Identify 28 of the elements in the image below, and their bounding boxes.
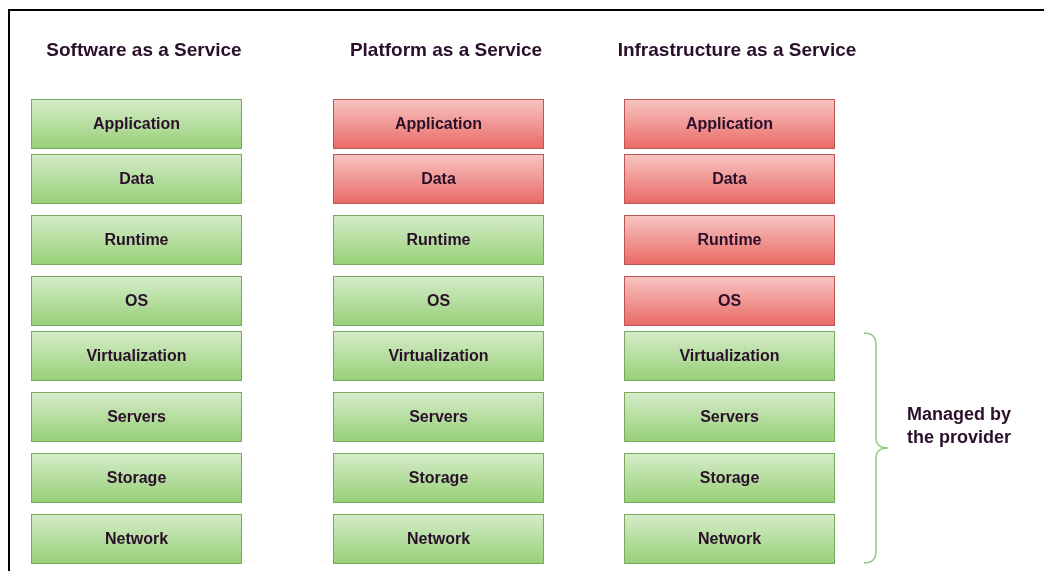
- layer-box: Runtime: [31, 215, 242, 265]
- layer-box: OS: [31, 276, 242, 326]
- layer-box: Virtualization: [624, 331, 835, 381]
- layer-box: Runtime: [333, 215, 544, 265]
- bracket-label: Managed by the provider: [907, 403, 1013, 448]
- layer-box: Application: [624, 99, 835, 149]
- layer-box: Runtime: [624, 215, 835, 265]
- column-heading: Platform as a Service: [348, 38, 544, 62]
- layer-box: Storage: [31, 453, 242, 503]
- layer-box: OS: [333, 276, 544, 326]
- layer-box: Network: [333, 514, 544, 564]
- layer-box: Application: [333, 99, 544, 149]
- column-heading: Infrastructure as a Service: [616, 38, 858, 62]
- layer-box: Virtualization: [31, 331, 242, 381]
- layer-box: Data: [31, 154, 242, 204]
- layer-box: Storage: [333, 453, 544, 503]
- layer-box: Servers: [624, 392, 835, 442]
- layer-box: Virtualization: [333, 331, 544, 381]
- layer-box: OS: [624, 276, 835, 326]
- layer-box: Servers: [31, 392, 242, 442]
- layer-box: Network: [624, 514, 835, 564]
- layer-box: Servers: [333, 392, 544, 442]
- layer-box: Network: [31, 514, 242, 564]
- column-heading: Software as a Service: [45, 38, 243, 62]
- layer-box: Application: [31, 99, 242, 149]
- layer-box: Data: [624, 154, 835, 204]
- layer-box: Storage: [624, 453, 835, 503]
- layer-box: Data: [333, 154, 544, 204]
